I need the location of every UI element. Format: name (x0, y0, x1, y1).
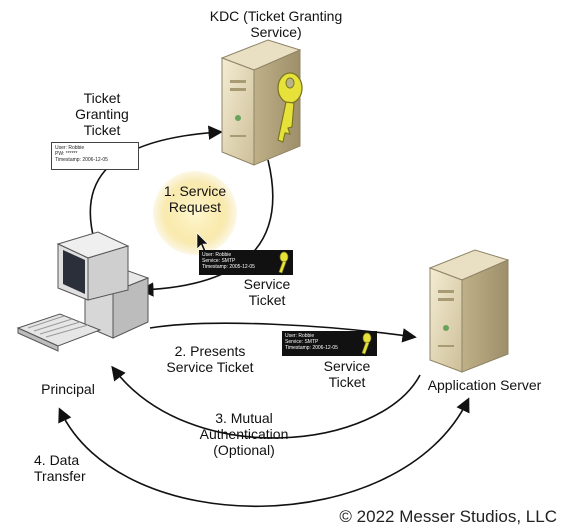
service-ticket-label-1: Service Ticket (243, 276, 291, 308)
service-ticket-card: User: Robbie Service: SMTP Timestamp: 20… (282, 331, 377, 356)
cursor-highlight (153, 171, 237, 255)
ticket-line: Timestamp: 2005-12-05 (202, 264, 255, 270)
arrow-present-service-ticket (149, 322, 417, 343)
ticket-line: Service: SMTP (285, 339, 319, 345)
tgt-ticket-card: User: Robbie PW: ****** Timestamp: 2006-… (51, 142, 139, 170)
computer-icon (16, 231, 150, 352)
ticket-line: Timestamp: 2006-12-05 (285, 345, 338, 351)
ticket-line: Timestamp: 2006-12-05 (55, 157, 108, 163)
app-server-label: Application Server (427, 377, 542, 393)
step2-label: 2. Presents Service Ticket (166, 343, 254, 375)
ticket-line: User: Robbie (285, 333, 315, 339)
ticket-line: Service: SMTP (202, 258, 236, 264)
ticket-line: PW: ****** (55, 151, 78, 157)
arrow-data-transfer (58, 397, 470, 508)
copyright-notice: © 2022 Messer Studios, LLC (339, 507, 557, 526)
arrow-tgt-to-kdc (89, 125, 223, 244)
service-ticket-label-2: Service Ticket (323, 358, 371, 390)
ticket-line: User: Robbie (55, 145, 85, 151)
key-icon (277, 72, 303, 143)
ticket-line: User: Robbie (202, 252, 232, 258)
arrow-service-ticket-to-principal (139, 159, 274, 297)
tgt-label: Ticket Granting Ticket (75, 90, 129, 138)
service-ticket-card: User: Robbie Service: SMTP Timestamp: 20… (199, 250, 293, 275)
principal-label: Principal (41, 381, 95, 397)
application-server-icon (428, 249, 510, 373)
step1-label: 1. Service Request (163, 183, 227, 215)
step4-label: 4. Data Transfer (34, 452, 86, 484)
kdc-label: KDC (Ticket Granting Service) (209, 8, 343, 40)
step3-label: 3. Mutual Authentication (Optional) (199, 410, 289, 458)
